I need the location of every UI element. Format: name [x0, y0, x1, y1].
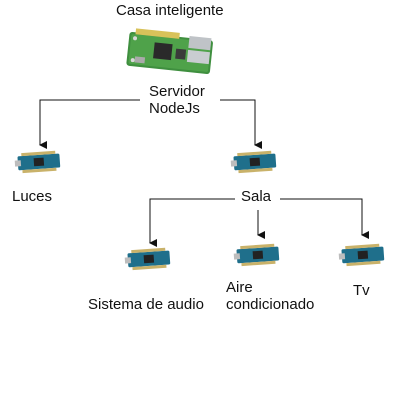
arduino-nano-board-icon [230, 150, 277, 174]
server-label-line1: Servidor [149, 83, 205, 100]
diagram-title: Casa inteligente [116, 2, 224, 19]
node-label-audio: Sistema de audio [88, 296, 204, 313]
arduino-nano-board-icon [233, 243, 280, 267]
arduino-nano-board-icon [338, 243, 385, 267]
connector-sala-audio [149, 198, 235, 247]
raspberry-pi-board-icon [126, 28, 213, 74]
node-label-tv: Tv [353, 282, 370, 299]
arduino-nano-board-icon [14, 150, 61, 174]
connector-sala-tv [280, 198, 369, 239]
node-label-aire-line1: Aire [226, 279, 253, 296]
arduino-nano-board-icon [124, 247, 171, 271]
connector-server-sala [220, 99, 262, 149]
node-label-luces: Luces [12, 188, 53, 205]
node-label-sala: Sala [241, 188, 272, 205]
server-label-line2: NodeJs [149, 100, 200, 117]
node-label-aire-line2: condicionado [226, 296, 315, 313]
connector-server-luces [39, 99, 140, 149]
